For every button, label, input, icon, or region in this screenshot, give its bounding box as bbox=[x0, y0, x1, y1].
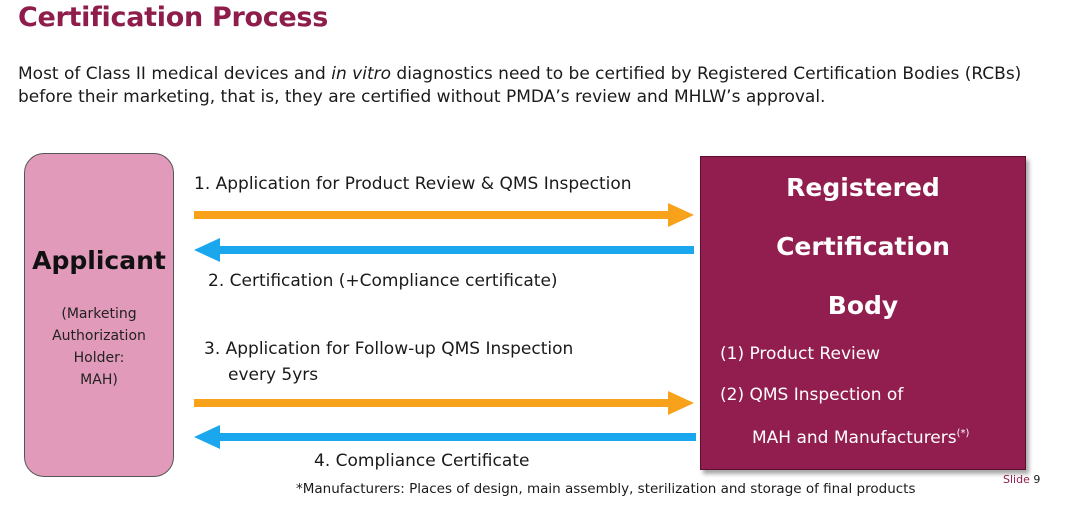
arrow-step4-to-applicant bbox=[194, 425, 696, 449]
applicant-sub-line: (Marketing bbox=[61, 306, 137, 322]
applicant-sub-line: Holder: bbox=[73, 350, 125, 366]
step2-label: 2. Certification (+Compliance certificat… bbox=[208, 271, 558, 291]
rcb-title-line: Certification bbox=[776, 232, 950, 261]
slide-num: 9 bbox=[1033, 473, 1041, 486]
slide-number: Slide 9 bbox=[1003, 473, 1040, 486]
applicant-heading: Applicant bbox=[32, 246, 166, 275]
footnote-mark: (*) bbox=[956, 428, 970, 439]
applicant-sub-line: MAH) bbox=[80, 372, 118, 388]
rcb-box: Registered Certification Body (1) Produc… bbox=[700, 156, 1026, 470]
applicant-sub-line: Authorization bbox=[52, 328, 146, 344]
rcb-title-line: Registered bbox=[786, 173, 940, 202]
intro-italic: in vitro bbox=[331, 64, 392, 84]
arrow-step1-to-rcb bbox=[194, 203, 694, 227]
applicant-box: Applicant (Marketing Authorization Holde… bbox=[24, 153, 174, 477]
step4-label: 4. Compliance Certificate bbox=[314, 451, 530, 471]
rcb-title-line: Body bbox=[827, 291, 899, 320]
intro-text-2: diagnostics need to be certified by Regi… bbox=[18, 64, 1022, 107]
arrow-step3-to-rcb bbox=[194, 391, 694, 415]
arrow-step2-to-applicant bbox=[194, 238, 694, 262]
step3-label-cont: every 5yrs bbox=[228, 365, 319, 385]
applicant-subtitle: (Marketing Authorization Holder: MAH) bbox=[25, 303, 173, 391]
rcb-item3-text: MAH and Manufacturers bbox=[752, 428, 957, 448]
slide-label: Slide bbox=[1003, 473, 1030, 486]
intro-paragraph: Most of Class II medical devices and in … bbox=[18, 63, 1028, 109]
page-title: Certification Process bbox=[18, 2, 328, 33]
intro-text-1: Most of Class II medical devices and bbox=[18, 64, 332, 84]
footnote: *Manufacturers: Places of design, main a… bbox=[296, 481, 916, 497]
rcb-item-product-review: (1) Product Review bbox=[720, 344, 881, 364]
rcb-item-mah-manufacturers: MAH and Manufacturers(*) bbox=[752, 428, 969, 448]
step1-label: 1. Application for Product Review & QMS … bbox=[194, 174, 632, 194]
rcb-item-qms-inspection: (2) QMS Inspection of bbox=[720, 385, 904, 405]
step3-label: 3. Application for Follow-up QMS Inspect… bbox=[204, 339, 574, 359]
